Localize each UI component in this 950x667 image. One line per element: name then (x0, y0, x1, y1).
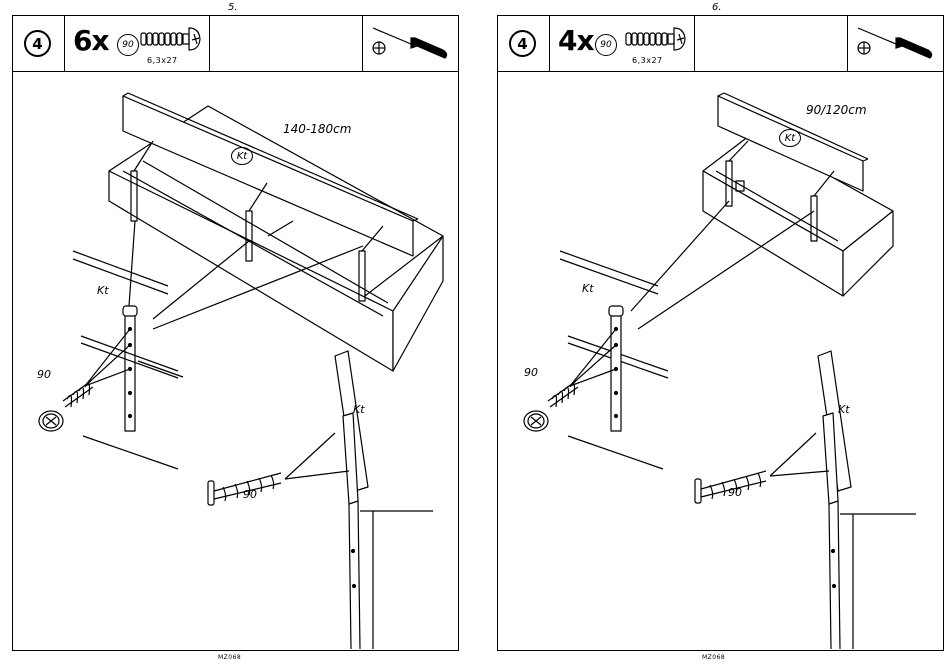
phillips-screwdriver-icon (848, 16, 942, 70)
step-cell: 4 (498, 16, 550, 71)
kt-label: Kt (582, 282, 594, 295)
step-header: 4 6x 90 6,3x27 (13, 16, 458, 72)
part-number-circle: 90 (117, 34, 139, 56)
phillips-screwdriver-icon (363, 16, 457, 70)
hardware-cell: 4x 90 6,3x27 (550, 16, 695, 71)
tool-cell (847, 16, 943, 71)
step-number: 4 (24, 30, 51, 57)
part-circle-label: Kt (779, 129, 801, 147)
page-number: 5. (228, 2, 238, 13)
screw-quantity: 6x (73, 24, 109, 57)
screw-label: 90 (524, 366, 538, 379)
screw-icon (137, 25, 207, 55)
screw-label: 90 (37, 368, 51, 381)
size-label: 90/120cm (806, 103, 867, 117)
part-number-circle: 90 (595, 34, 617, 56)
assembly-drawing (498, 71, 943, 651)
footer-code: MZ068 (702, 654, 725, 661)
size-label: 140-180cm (283, 122, 351, 136)
instruction-page-left: 4 6x 90 6,3x27 (12, 15, 459, 651)
screw-quantity: 4x (558, 24, 594, 57)
step-header: 4 4x 90 6,3x27 (498, 16, 943, 72)
footer-code: MZ068 (218, 654, 241, 661)
step-number: 4 (509, 30, 536, 57)
kt-label: Kt (353, 403, 365, 416)
tool-cell (362, 16, 458, 71)
screw-size-label: 6,3x27 (632, 56, 663, 65)
page-number: 6. (712, 2, 722, 13)
instruction-page-right: 4 4x 90 6,3x27 (497, 15, 944, 651)
screw-label: 90 (728, 486, 742, 499)
step-cell: 4 (13, 16, 65, 71)
hardware-cell: 6x 90 6,3x27 (65, 16, 210, 71)
screw-size-label: 6,3x27 (147, 56, 178, 65)
screw-icon (622, 25, 692, 55)
screw-label: 90 (243, 488, 257, 501)
part-circle-label: Kt (231, 147, 253, 165)
kt-label: Kt (838, 403, 850, 416)
kt-label: Kt (97, 284, 109, 297)
